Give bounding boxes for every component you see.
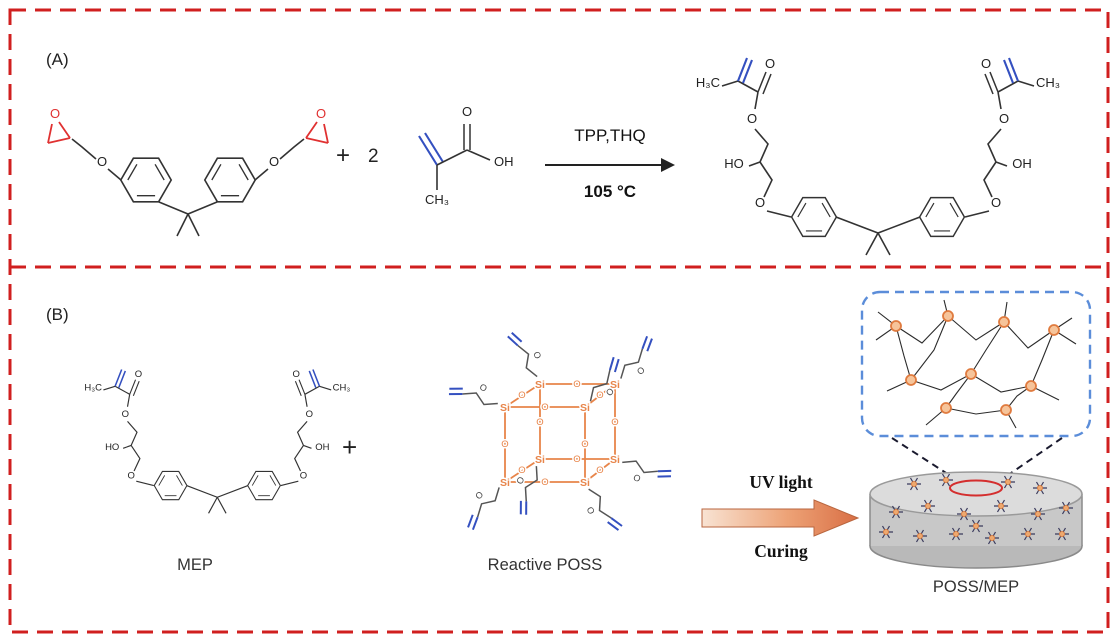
atom-label-o: O (541, 477, 548, 488)
methacrylic-acid-structure: CH₃ O OH (418, 104, 514, 207)
network-poss-nodes (890, 310, 1060, 416)
atom-label-o: O (518, 390, 525, 401)
benzene-ring-left (119, 157, 173, 203)
plus-sign-a: + (336, 142, 351, 169)
reactive-poss-structure: O O O O O O O O O O O O Si Si Si Si Si S… (445, 323, 675, 542)
poss-mep-product (860, 290, 1092, 569)
atom-label-o: O (501, 439, 508, 450)
atom-label-o: O (611, 417, 618, 428)
atom-label-epoxide-o: O (316, 106, 326, 121)
atom-label-epoxide-o: O (50, 106, 60, 121)
atom-label-o: O (596, 390, 603, 401)
atom-label-si: Si (535, 454, 545, 466)
maa-carbonyl-double-bond (463, 124, 471, 150)
panel-b-label: (B) (46, 305, 69, 324)
poss-arm (445, 368, 506, 417)
atom-label-oh: OH (494, 154, 514, 169)
mep-caption: MEP (177, 556, 213, 574)
poss-arm (575, 481, 625, 542)
atom-label-si: Si (580, 477, 590, 489)
poss-node (965, 368, 977, 380)
atom-label-o: O (518, 465, 525, 476)
product-caption: POSS/MEP (932, 578, 1020, 596)
network-inset-box (860, 290, 1092, 438)
reaction-conditions-top: TPP,THQ (574, 126, 646, 145)
poss-arm (610, 333, 668, 390)
atom-label-o: O (573, 454, 580, 465)
poss-node (890, 320, 902, 332)
atom-label-si: Si (610, 454, 620, 466)
outer-dashed-frame (8, 8, 1110, 634)
stoichiometry-coefficient: 2 (368, 146, 379, 167)
poss-node (942, 310, 954, 322)
reaction-arrow-a (545, 158, 675, 172)
atom-label-si: Si (500, 477, 510, 489)
mep-molecule-instance (84, 369, 350, 514)
atom-label-o: O (536, 417, 543, 428)
curing-arrow (701, 499, 860, 537)
poss-node (998, 316, 1010, 328)
poss-node (940, 402, 952, 414)
mep-product-structure (668, 45, 1088, 260)
poss-node (1000, 404, 1012, 416)
atom-label-si: Si (610, 379, 620, 391)
epoxide-rings-red (47, 121, 329, 144)
curing-label: Curing (754, 541, 808, 561)
poss-caption: Reactive POSS (487, 556, 603, 574)
poss-node (1048, 324, 1060, 336)
plus-sign-b: + (342, 432, 358, 462)
reaction-conditions-bottom: 105 °C (583, 182, 637, 201)
atom-label-o: O (581, 439, 588, 450)
poss-node (1025, 380, 1037, 392)
crosslinked-network-lines (875, 299, 1077, 429)
atom-label-o: O (596, 465, 603, 476)
epoxy-monomer-structure: O O O O (47, 106, 329, 237)
cylinder-sides (869, 494, 1083, 546)
panel-a-label: (A) (46, 50, 69, 69)
atom-label-o: O (573, 379, 580, 390)
uv-light-label: UV light (749, 472, 813, 492)
gradient-arrow (701, 499, 860, 537)
poss-arm (505, 323, 551, 383)
benzene-ring-right (203, 157, 257, 203)
magnified-region-highlight (949, 479, 1003, 497)
atom-label-si: Si (535, 379, 545, 391)
mep-molecule-instance (696, 56, 1060, 255)
mep-structure-small (64, 360, 374, 518)
atom-label-o: O (541, 402, 548, 413)
atom-label-ch3: CH₃ (425, 192, 449, 207)
badge-skeleton-bonds (71, 138, 305, 237)
atom-label-carbonyl-o: O (462, 104, 472, 119)
atom-label-aryl-o: O (97, 154, 107, 169)
atom-label-si: Si (500, 402, 510, 414)
poss-cage-edges (504, 383, 616, 483)
atom-label-si: Si (580, 402, 590, 414)
cylinder-top (869, 471, 1083, 517)
maa-skeleton-bonds (436, 149, 491, 190)
atom-label-aryl-o: O (269, 154, 279, 169)
arrow-head (661, 158, 675, 172)
maa-vinyl-double-bond (418, 132, 444, 166)
poss-arm (615, 449, 675, 497)
poss-node (905, 374, 917, 386)
